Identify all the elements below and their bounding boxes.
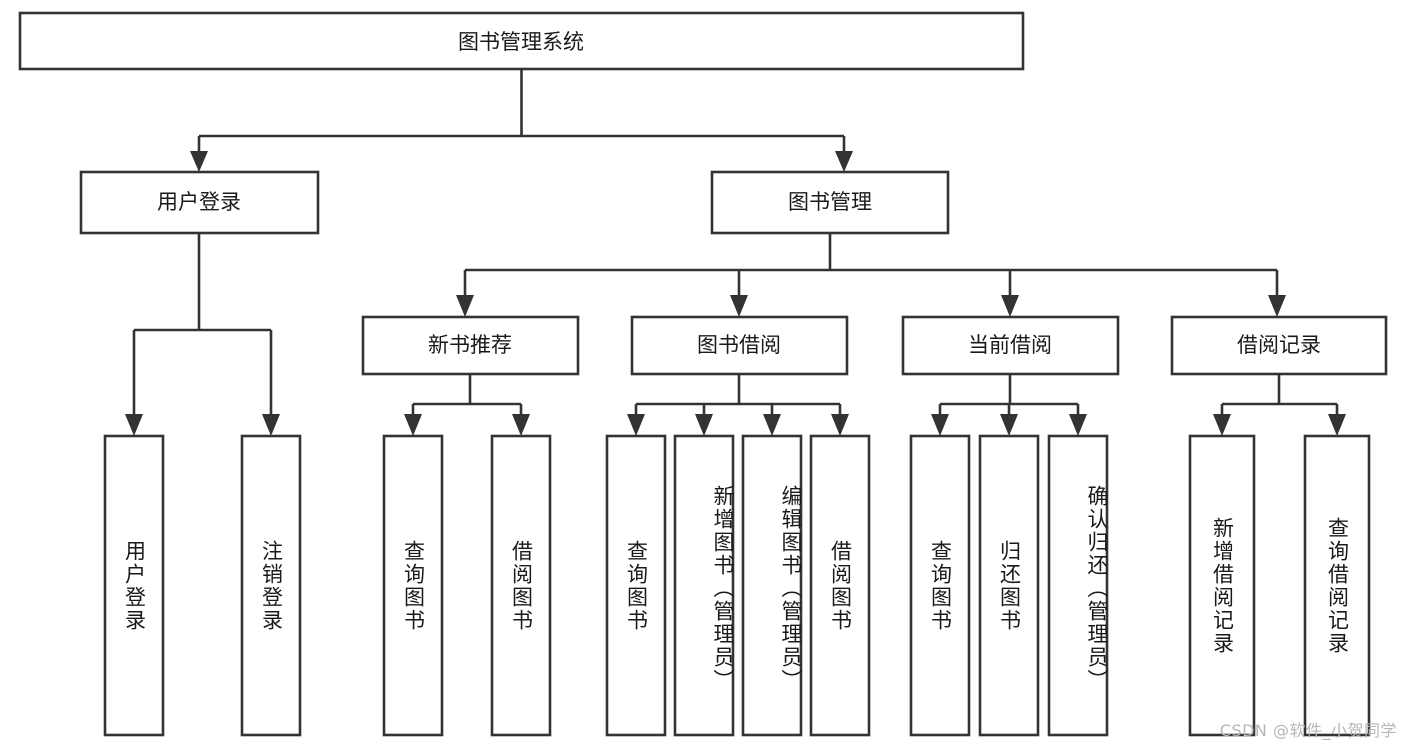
arrow-head-user-login [190, 151, 208, 172]
leaf-box-bb-add-book[interactable] [673, 434, 735, 737]
connector-group-borrow-record [1213, 374, 1346, 436]
arrow-head-bb-leaf-4 [831, 414, 849, 436]
node-user-login-label: 用户登录 [157, 190, 241, 214]
leaf-box-bb-query-book[interactable] [605, 434, 667, 737]
node-borrow-record-label: 借阅记录 [1237, 333, 1321, 357]
leaf-box-bb-borrow-book[interactable] [809, 434, 871, 737]
arrow-head-nb-leaf-2 [512, 414, 530, 436]
node-new-book-recommend-label: 新书推荐 [428, 333, 512, 357]
leaf-box-br-add-record[interactable] [1188, 434, 1256, 737]
leaf-boxes-book-borrow [605, 434, 871, 737]
arrow-head-bb-leaf-2 [695, 414, 713, 436]
node-user-login[interactable]: 用户登录 [79, 170, 320, 235]
leaf-boxes-borrow-record [1188, 434, 1371, 737]
node-book-manage-label: 图书管理 [788, 190, 872, 214]
node-current-borrow-box[interactable] [901, 315, 1120, 376]
connector-group-user-login [125, 233, 280, 436]
arrow-head-new-book [456, 295, 474, 317]
arrow-head-current-borrow [1001, 295, 1019, 317]
leaf-boxes-current-borrow [909, 434, 1109, 737]
arrow-head-nb-leaf-1 [404, 414, 422, 436]
arrow-head-br-leaf-1 [1213, 414, 1231, 436]
node-root-box[interactable] [18, 11, 1025, 71]
node-root[interactable]: 图书管理系统 [18, 11, 1025, 71]
arrow-head-bb-leaf-3 [763, 414, 781, 436]
arrow-head-borrow-record [1268, 295, 1286, 317]
leaf-box-cb-return-book[interactable] [978, 434, 1040, 737]
node-current-borrow[interactable]: 当前借阅 [901, 315, 1120, 376]
connector-group-book-borrow [627, 374, 849, 436]
node-book-borrow[interactable]: 图书借阅 [630, 315, 849, 376]
connector-group-current-borrow [931, 374, 1087, 436]
arrow-head-leaf-logout [262, 414, 280, 436]
node-root-label: 图书管理系统 [458, 30, 584, 54]
arrow-head-book-manage [835, 151, 853, 172]
leaf-box-br-query-record[interactable] [1303, 434, 1371, 737]
arrow-head-br-leaf-2 [1328, 414, 1346, 436]
leaf-box-cb-query-book[interactable] [909, 434, 971, 737]
node-book-manage-box[interactable] [710, 170, 950, 235]
arrow-head-bb-leaf-1 [627, 414, 645, 436]
connector-group-root [190, 69, 853, 172]
connector-group-book-manage [456, 233, 1286, 317]
leaf-boxes-user-login [103, 434, 302, 737]
node-book-borrow-label: 图书借阅 [697, 333, 781, 357]
arrow-head-leaf-user-login [125, 414, 143, 436]
node-book-borrow-box[interactable] [630, 315, 849, 376]
leaf-box-user-login[interactable] [103, 434, 165, 737]
arrow-head-cb-leaf-3 [1069, 414, 1087, 436]
arrow-head-book-borrow [730, 295, 748, 317]
node-borrow-record-box[interactable] [1170, 315, 1388, 376]
node-user-login-box[interactable] [79, 170, 320, 235]
arrow-head-cb-leaf-2 [1000, 414, 1018, 436]
leaf-box-bb-edit-book[interactable] [741, 434, 803, 737]
leaf-box-nb-borrow-book[interactable] [490, 434, 552, 737]
node-new-book-recommend[interactable]: 新书推荐 [361, 315, 580, 376]
node-borrow-record[interactable]: 借阅记录 [1170, 315, 1388, 376]
leaf-box-nb-query-book[interactable] [382, 434, 444, 737]
leaf-boxes-new-book [382, 434, 552, 737]
leaf-box-cb-confirm-return[interactable] [1047, 434, 1109, 737]
leaf-box-logout[interactable] [240, 434, 302, 737]
node-current-borrow-label: 当前借阅 [968, 333, 1052, 357]
arrow-head-cb-leaf-1 [931, 414, 949, 436]
node-book-manage[interactable]: 图书管理 [710, 170, 950, 235]
node-new-book-recommend-box[interactable] [361, 315, 580, 376]
connector-group-new-book [404, 374, 530, 436]
